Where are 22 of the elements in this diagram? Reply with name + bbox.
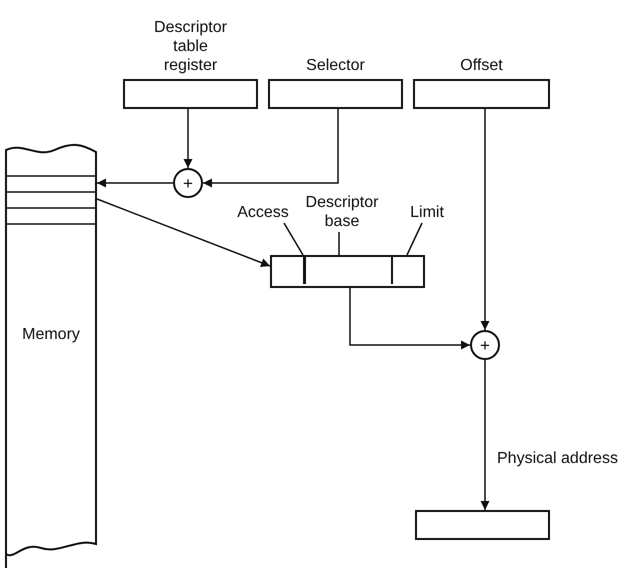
arrow bbox=[96, 198, 270, 267]
field-label: Access bbox=[230, 203, 296, 223]
leader-line bbox=[338, 232, 340, 255]
arrow bbox=[480, 360, 490, 510]
register-label: Selector bbox=[305, 56, 366, 75]
descriptor-box bbox=[270, 255, 425, 288]
memory-label: Memory bbox=[21, 325, 81, 344]
adder-circle: + bbox=[173, 168, 203, 198]
field-label: Descriptor base bbox=[300, 193, 384, 232]
arrow bbox=[203, 109, 339, 188]
register-box bbox=[415, 510, 550, 540]
leader-line bbox=[283, 222, 304, 256]
arrow bbox=[97, 178, 173, 188]
arrow bbox=[480, 109, 490, 330]
field-label: Limit bbox=[405, 203, 449, 223]
leader-line bbox=[406, 222, 423, 256]
register-label: Offset bbox=[459, 56, 504, 75]
arrow bbox=[349, 288, 470, 350]
register-label: Descriptor table register bbox=[153, 18, 228, 75]
arrow bbox=[184, 109, 192, 168]
adder-circle: + bbox=[470, 330, 500, 360]
edge-label: Physical address bbox=[497, 449, 618, 468]
